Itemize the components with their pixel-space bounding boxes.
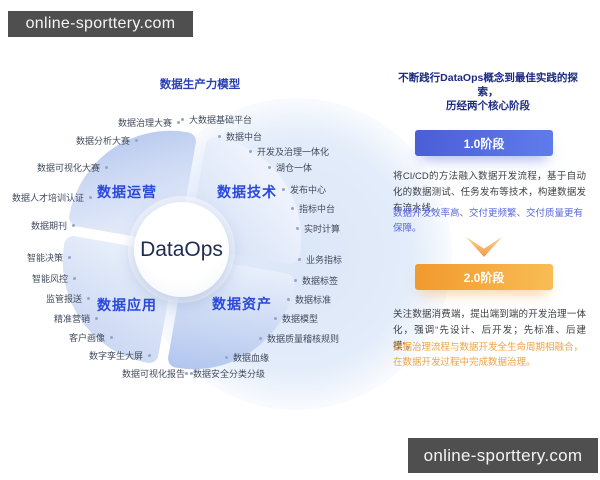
ring-item: 监管报送 [46,292,91,304]
ring-item: 数据中台 [218,130,262,142]
bullet-dot-icon [177,120,181,124]
ring-item: 精准营销 [54,312,99,324]
ring-item: 指标中台 [291,202,335,214]
ring-item: 数据可视化报告 [122,367,194,379]
bullet-dot-icon [185,371,188,375]
bullet-dot-icon [259,336,262,340]
panel-heading: 不断践行DataOps概念到最佳实践的探索， 历经两个核心阶段 [388,71,588,114]
stage1-banner: 1.0阶段 [415,130,553,156]
bullet-dot-icon [249,149,252,153]
ring-item: 数据治理大赛 [118,116,181,128]
stage2-highlight: 数据治理流程与数据开发全生命周期相融合，在数据开发过程中完成数据治理。 [393,342,584,369]
stage2-banner: 2.0阶段 [415,264,553,290]
center-hub: DataOps [134,202,229,297]
bullet-dot-icon [135,138,139,142]
ring-item: 湖仓一体 [268,161,312,173]
ring-item: 智能决策 [27,251,72,263]
bullet-dot-icon [282,187,285,191]
ring-item: 数据可视化大赛 [37,161,109,173]
bullet-dot-icon [89,195,93,199]
watermark-bottom: online-sporttery.com [408,438,598,473]
bullet-dot-icon [110,335,114,339]
ring-item: 发布中心 [282,183,326,195]
stage1-highlight: 数据开发效率高、交付更频繁、交付质量更有保障。 [393,208,584,235]
ring-item: 数字孪生大屏 [89,349,152,361]
panel-heading-line2: 历经两个核心阶段 [446,100,530,113]
ring-item: 开发及治理一体化 [249,145,329,157]
ring-item: 数据标签 [294,274,338,286]
ring-item: 数据人才培训认证 [12,191,93,203]
stage1-body: 将CI/CD的方法融入数据开发流程，基于自动化的数据测试、任务发布等技术，构建数… [393,171,586,215]
ring-item: 数据分析大赛 [76,134,139,146]
bullet-dot-icon [68,255,72,259]
stage2-body: 关注数据消费端，提出端到端的开发治理一体化，强调“先设计、后开发；先标准、后建模… [393,309,586,353]
watermark-text: online-sporttery.com [423,445,583,465]
bullet-dot-icon [181,117,184,121]
bullet-dot-icon [105,165,109,169]
ring-item: 数据模型 [274,312,318,324]
quadrant-label-application: 数据应用 [97,297,157,313]
bullet-dot-icon [73,276,77,280]
quadrant-label-technology: 数据技术 [217,184,277,200]
ring-item: 实时计算 [296,222,340,234]
ring-item: 数据血缘 [225,351,269,363]
bullet-dot-icon [294,278,297,282]
bullet-dot-icon [218,134,221,138]
ring-item: 大数据基础平台 [181,113,252,125]
down-arrow-icon [466,237,502,257]
bullet-dot-icon [287,297,290,301]
ring-item: 业务指标 [298,253,342,265]
watermark-text: online-sporttery.com [25,15,176,32]
ring-item: 数据标准 [287,293,331,305]
bullet-dot-icon [148,353,152,357]
watermark-top: online-sporttery.com [8,11,193,37]
quadrant-label-assets: 数据资产 [212,296,272,312]
panel-heading-line1: 不断践行DataOps概念到最佳实践的探索， [398,72,578,99]
quadrant-label-operations: 数据运营 [97,184,157,200]
bullet-dot-icon [225,355,228,359]
ring-item: 数据质量稽核规则 [259,332,339,344]
bullet-dot-icon [296,226,299,230]
ring-item: 数据安全分类分级 [185,367,265,379]
bullet-dot-icon [298,257,301,261]
diagram-title: 数据生产力模型 [159,79,241,91]
bullet-dot-icon [95,316,99,320]
bullet-dot-icon [190,371,194,375]
center-label: DataOps [140,237,223,261]
bullet-dot-icon [268,165,271,169]
bullet-dot-icon [291,206,294,210]
stage1-label: 1.0阶段 [463,136,505,151]
bullet-dot-icon [72,223,76,227]
stage2-label: 2.0阶段 [463,270,505,285]
bullet-dot-icon [87,296,91,300]
ring-item: 智能风控 [32,272,77,284]
ring-item: 数据期刊 [31,219,76,231]
bullet-dot-icon [274,316,277,320]
ring-item: 客户画像 [69,331,114,343]
